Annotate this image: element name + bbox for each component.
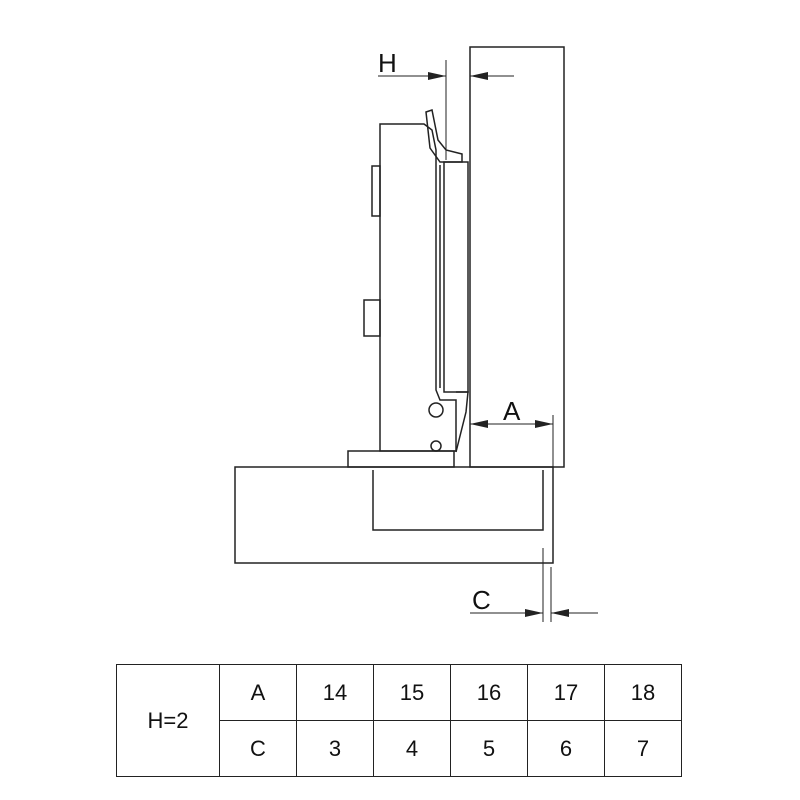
a-dimension-label: A xyxy=(503,396,521,426)
h-value-cell: H=2 xyxy=(116,664,220,777)
table-row: H=2 A 14 15 16 17 18 xyxy=(116,664,682,777)
c-value-cell: 7 xyxy=(604,720,682,777)
c-value-cell: 4 xyxy=(373,720,451,777)
pivot-screw-lower xyxy=(430,440,442,452)
a-value-cell: 14 xyxy=(296,664,374,721)
c-value-cell: 5 xyxy=(450,720,528,777)
hinge-knuckle xyxy=(425,109,463,163)
pivot-screw-upper xyxy=(428,402,444,418)
row-label-a: A xyxy=(219,664,297,721)
arm-bump-lower xyxy=(363,299,381,337)
mounting-plate xyxy=(347,450,455,468)
cup-recess xyxy=(372,470,544,531)
a-value-cell: 18 xyxy=(604,664,682,721)
c-arrow-left xyxy=(525,609,543,617)
c-arrow-right xyxy=(551,609,569,617)
c-value-cell: 6 xyxy=(527,720,605,777)
a-arrow-left xyxy=(470,420,488,428)
c-value-cell: 3 xyxy=(296,720,374,777)
c-dimension-label: C xyxy=(472,585,491,615)
h-dimension-label: H xyxy=(378,48,397,78)
spec-table: H=2 A 14 15 16 17 18 C 3 4 5 6 7 xyxy=(116,664,682,777)
arm-bump-upper xyxy=(371,165,381,217)
table-row: C 3 4 5 6 7 xyxy=(117,720,682,777)
cabinet-panel xyxy=(234,466,554,564)
hinge-link xyxy=(455,391,469,453)
inner-plate xyxy=(443,161,469,393)
a-value-cell: 17 xyxy=(527,664,605,721)
a-value-cell: 16 xyxy=(450,664,528,721)
a-arrow-right xyxy=(535,420,553,428)
hinge-diagram: H A C xyxy=(234,46,598,622)
h-arrow-right xyxy=(470,72,488,80)
h-arrow-left xyxy=(428,72,446,80)
a-value-cell: 15 xyxy=(373,664,451,721)
row-label-c: C xyxy=(219,720,297,777)
